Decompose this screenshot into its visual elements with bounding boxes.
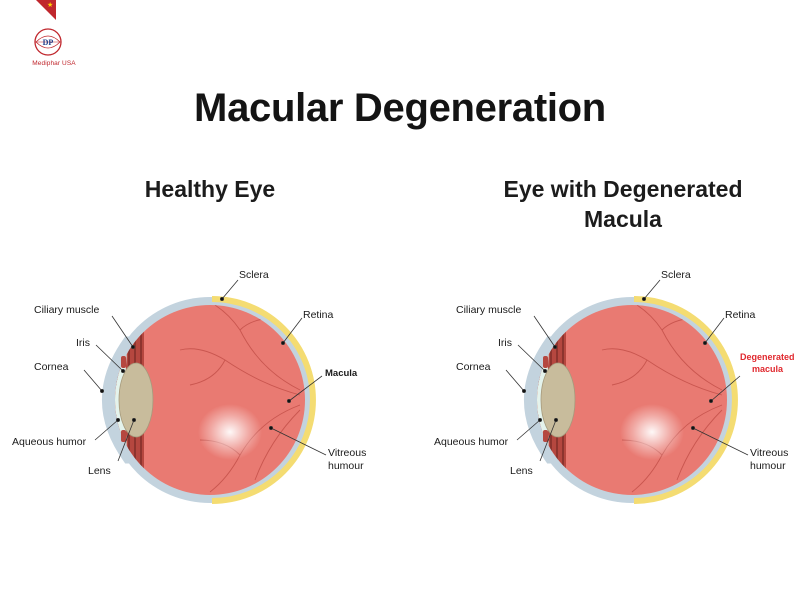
label-sclera: Sclera (239, 269, 269, 281)
label-humour: humour (750, 460, 786, 472)
label-degenerated-macula: macula (752, 364, 784, 374)
label-iris: Iris (76, 337, 90, 349)
label-degenerated: Degenerated (740, 352, 795, 362)
label-cornea: Cornea (456, 361, 491, 373)
label-lens: Lens (88, 465, 111, 477)
healthy-eye-title: Healthy Eye (144, 176, 276, 202)
label-ciliary-muscle: Ciliary muscle (456, 304, 522, 316)
label-macula: Macula (325, 368, 358, 379)
label-vitreous: Vitreous (750, 447, 788, 459)
degenerated-eye-title: Eye with Degenerated Macula (478, 174, 768, 234)
degenerated-eye-title-line2: Macula (584, 206, 662, 232)
label-sclera: Sclera (661, 269, 691, 281)
label-lens: Lens (510, 465, 533, 477)
vitreous-body (537, 305, 727, 495)
brand-name: Mediphar USA (32, 60, 76, 67)
label-retina: Retina (725, 309, 756, 321)
iris (121, 356, 126, 368)
healthy-eye: Sclera Ciliary muscle Retina Iris Cornea… (12, 269, 366, 504)
label-humour: humour (328, 460, 364, 472)
mediphar-logo-icon: DP (34, 28, 62, 56)
retina-layer (211, 296, 316, 504)
iris (543, 356, 548, 368)
corner-flag (36, 0, 56, 20)
page-title: Macular Degeneration (194, 86, 606, 130)
retina-layer (633, 296, 738, 504)
lens (118, 362, 154, 438)
label-aqueous-humor: Aqueous humor (12, 436, 87, 448)
label-cornea: Cornea (34, 361, 69, 373)
label-retina: Retina (303, 309, 334, 321)
lens (540, 362, 576, 438)
brand-logo: DP Mediphar USA (26, 22, 82, 72)
label-ciliary-muscle: Ciliary muscle (34, 304, 100, 316)
star-icon: ★ (47, 2, 54, 9)
vitreous-body (115, 305, 305, 495)
degenerated-eye-title-line1: Eye with Degenerated (503, 176, 743, 202)
degenerated-eye: Sclera Ciliary muscle Retina Iris Cornea… (434, 269, 795, 504)
svg-text:DP: DP (43, 38, 54, 47)
label-iris: Iris (498, 337, 512, 349)
label-aqueous-humor: Aqueous humor (434, 436, 509, 448)
label-vitreous: Vitreous (328, 447, 366, 459)
